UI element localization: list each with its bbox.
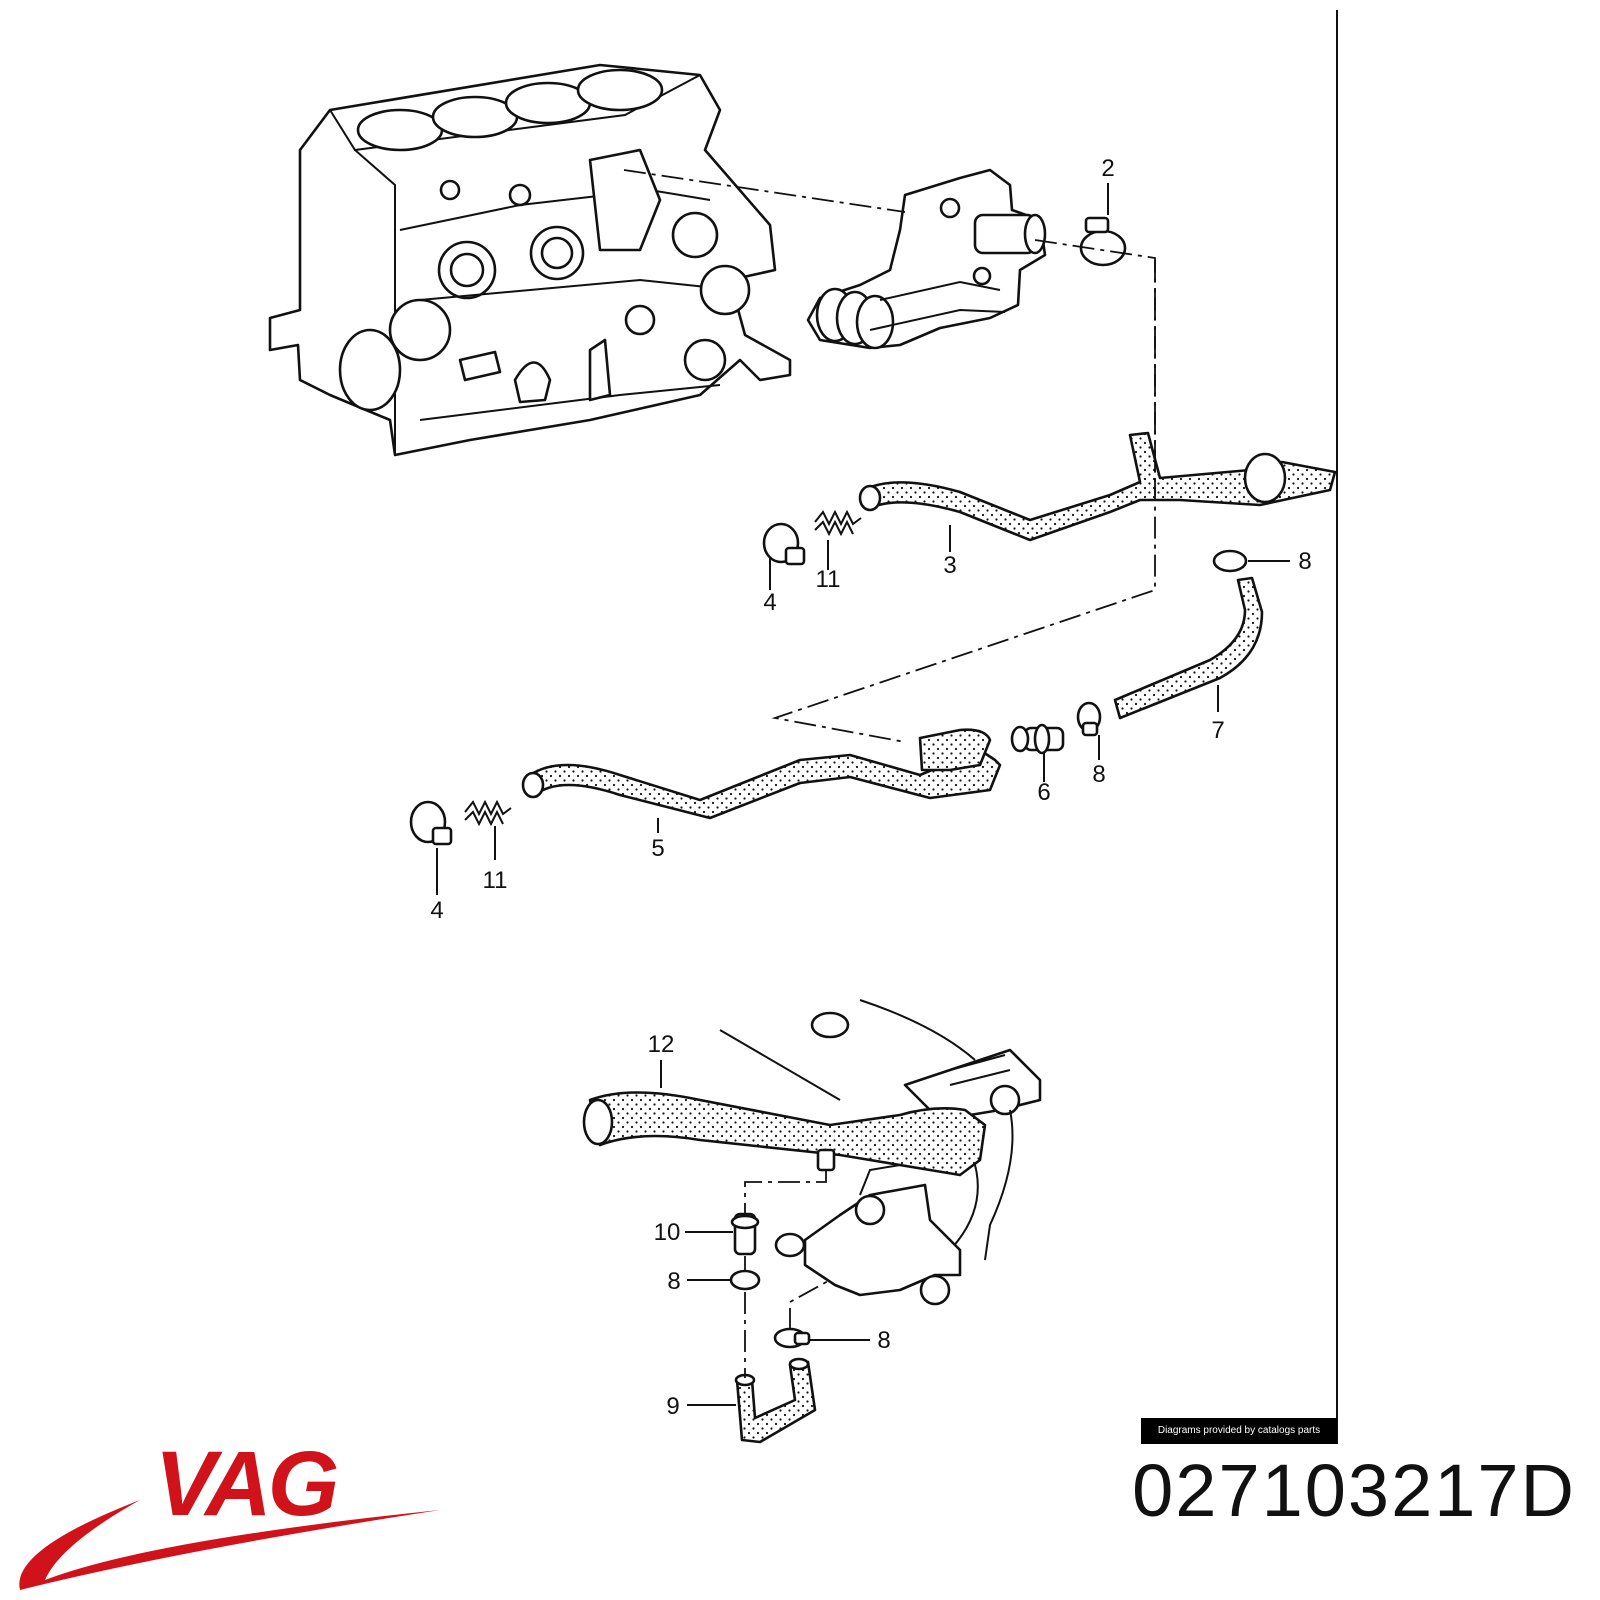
hose-clamp-2 bbox=[1079, 216, 1127, 267]
coolant-hose-7 bbox=[1113, 576, 1264, 720]
callout-9: 9 bbox=[666, 1393, 679, 1420]
engine-block bbox=[268, 63, 792, 457]
vag-logo: VAG bbox=[19, 1440, 441, 1590]
hose-clamp-8-lower-right bbox=[773, 1327, 811, 1349]
logo-swoosh bbox=[19, 1500, 441, 1590]
hose-clamp-4-lower bbox=[409, 800, 453, 846]
callout-11-lower: 11 bbox=[483, 867, 508, 894]
callout-4-upper: 4 bbox=[763, 589, 776, 616]
coolant-flange-housing bbox=[806, 168, 1047, 350]
spring-clip-11-lower bbox=[464, 799, 512, 827]
callout-8-lower-right: 8 bbox=[877, 1327, 890, 1354]
callout-8-middle: 8 bbox=[1092, 761, 1105, 788]
callout-2: 2 bbox=[1101, 155, 1114, 182]
logo-wordmark: VAG bbox=[155, 1440, 337, 1535]
coolant-hose-3 bbox=[858, 431, 1337, 542]
callout-8-lower-left: 8 bbox=[667, 1268, 680, 1295]
callout-11-upper: 11 bbox=[816, 566, 841, 593]
lower-assembly bbox=[582, 999, 1042, 1306]
callout-10: 10 bbox=[654, 1219, 681, 1246]
connector-6 bbox=[1010, 723, 1065, 755]
callout-3: 3 bbox=[943, 552, 956, 579]
callout-5: 5 bbox=[651, 835, 664, 862]
spring-clip-11-upper bbox=[814, 509, 862, 537]
callout-8-upper: 8 bbox=[1298, 548, 1311, 575]
coolant-hose-9 bbox=[734, 1357, 817, 1444]
coolant-hose-5 bbox=[521, 728, 1002, 820]
callout-4-lower: 4 bbox=[430, 897, 443, 924]
hose-clamp-4-upper bbox=[762, 522, 806, 566]
connector-10 bbox=[730, 1212, 760, 1256]
callout-7: 7 bbox=[1211, 717, 1224, 744]
callout-12: 12 bbox=[648, 1031, 675, 1058]
hose-clamp-8-upper bbox=[1212, 549, 1248, 573]
callout-leaders bbox=[436, 183, 1290, 1406]
hose-clamp-8-middle bbox=[1076, 701, 1102, 737]
diagram-credit: Diagrams provided by catalogs parts bbox=[1141, 1418, 1337, 1444]
part-number: 027103217D bbox=[1132, 1449, 1576, 1532]
hose-clamp-8-lower-left bbox=[729, 1269, 761, 1291]
callout-6: 6 bbox=[1037, 779, 1050, 806]
